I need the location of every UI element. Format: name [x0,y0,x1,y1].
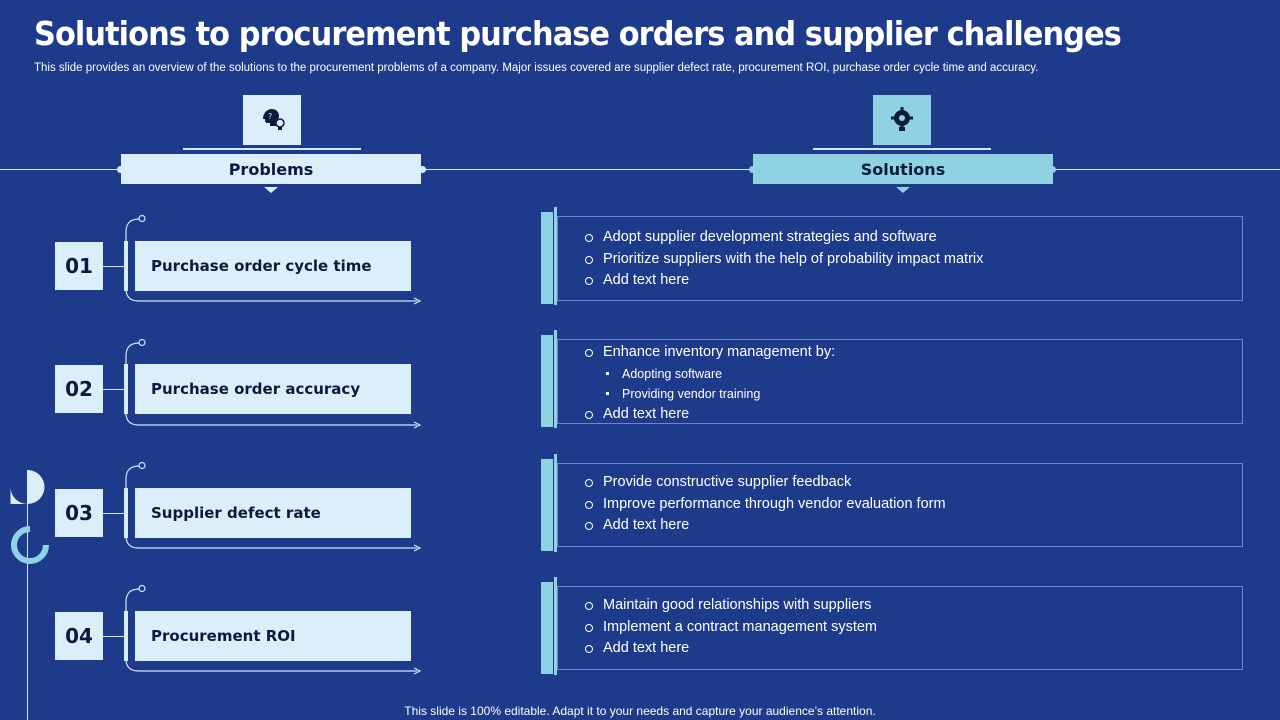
row-4-solution-bar [541,582,553,674]
row-1-solution-item-1: Adopt supplier development strategies an… [584,227,1242,249]
problems-header-dot-left [117,166,124,173]
row-3-connector [103,513,124,514]
row-1-problem: Purchase order cycle time [135,241,411,291]
row-2-number: 02 [55,365,103,413]
row-1-solution-item-3: Add text here [584,270,1242,292]
row-4-number: 04 [55,612,103,660]
row-3-solution-item-3: Add text here [584,515,1242,537]
solutions-header: Solutions [753,154,1053,184]
problems-icon-box: ? [243,95,301,145]
row-2-bracket [125,338,422,429]
row-4-solutions-panel: Maintain good relationships with supplie… [557,586,1243,670]
problems-header-dot-right [419,166,426,173]
header-divider-line [0,169,1280,170]
row-4-solution-thin-bar [554,577,557,675]
solutions-chevron-down-icon [896,187,910,193]
row-2-connector [103,389,124,390]
row-2-solution-item-1: Enhance inventory management by: [584,342,1242,364]
row-4-problem: Procurement ROI [135,611,411,661]
slide-footer: This slide is 100% editable. Adapt it to… [404,704,876,718]
row-4-connector [103,636,124,637]
solutions-icon-box [873,95,931,145]
left-vertical-line [27,470,28,720]
row-1-solution-bar [541,212,553,304]
row-4-solution-item-2: Implement a contract management system [584,617,1242,639]
row-3-solution-item-2: Improve performance through vendor evalu… [584,494,1242,516]
row-1-number: 01 [55,242,103,290]
row-1-connector [103,266,124,267]
row-3-solution-bar [541,459,553,551]
problems-header: Problems [121,154,421,184]
row-3-bracket [125,461,422,552]
row-4-solution-item-3: Add text here [584,638,1242,660]
row-1-bracket [125,214,422,305]
decorative-shapes [10,469,49,564]
solutions-header-dot-left [749,166,756,173]
row-2-solution-subitem-2: Providing vendor training [584,384,1242,404]
row-2-solution-thin-bar [554,330,557,428]
svg-text:?: ? [268,112,272,121]
brain-bulb-icon: ? [263,109,285,130]
row-1-solution-item-2: Prioritize suppliers with the help of pr… [584,249,1242,271]
slide-subtitle: This slide provides an overview of the s… [34,62,1039,74]
row-2-solution-item-2: Add text here [584,404,1242,426]
row-3-solution-thin-bar [554,454,557,552]
slide-title: Solutions to procurement purchase orders… [34,14,1122,53]
row-1-solutions-panel: Adopt supplier development strategies an… [557,216,1243,301]
row-3-solution-item-1: Provide constructive supplier feedback [584,472,1242,494]
solutions-header-dot-right [1049,166,1056,173]
solutions-icon-underline [813,148,991,150]
row-4-solution-item-1: Maintain good relationships with supplie… [584,595,1242,617]
row-2-problem: Purchase order accuracy [135,364,411,414]
row-1-solution-thin-bar [554,207,557,305]
row-2-solution-subitem-1: Adopting software [584,364,1242,384]
row-3-solutions-panel: Provide constructive supplier feedback I… [557,463,1243,547]
row-2-solutions-panel: Enhance inventory management by: Adoptin… [557,339,1243,424]
gear-bulb-icon [891,107,913,131]
problems-icon-underline [183,148,361,150]
row-3-problem: Supplier defect rate [135,488,411,538]
row-2-solution-bar [541,335,553,427]
row-4-bracket [125,584,422,675]
problems-chevron-down-icon [264,187,278,193]
row-3-number: 03 [55,489,103,537]
